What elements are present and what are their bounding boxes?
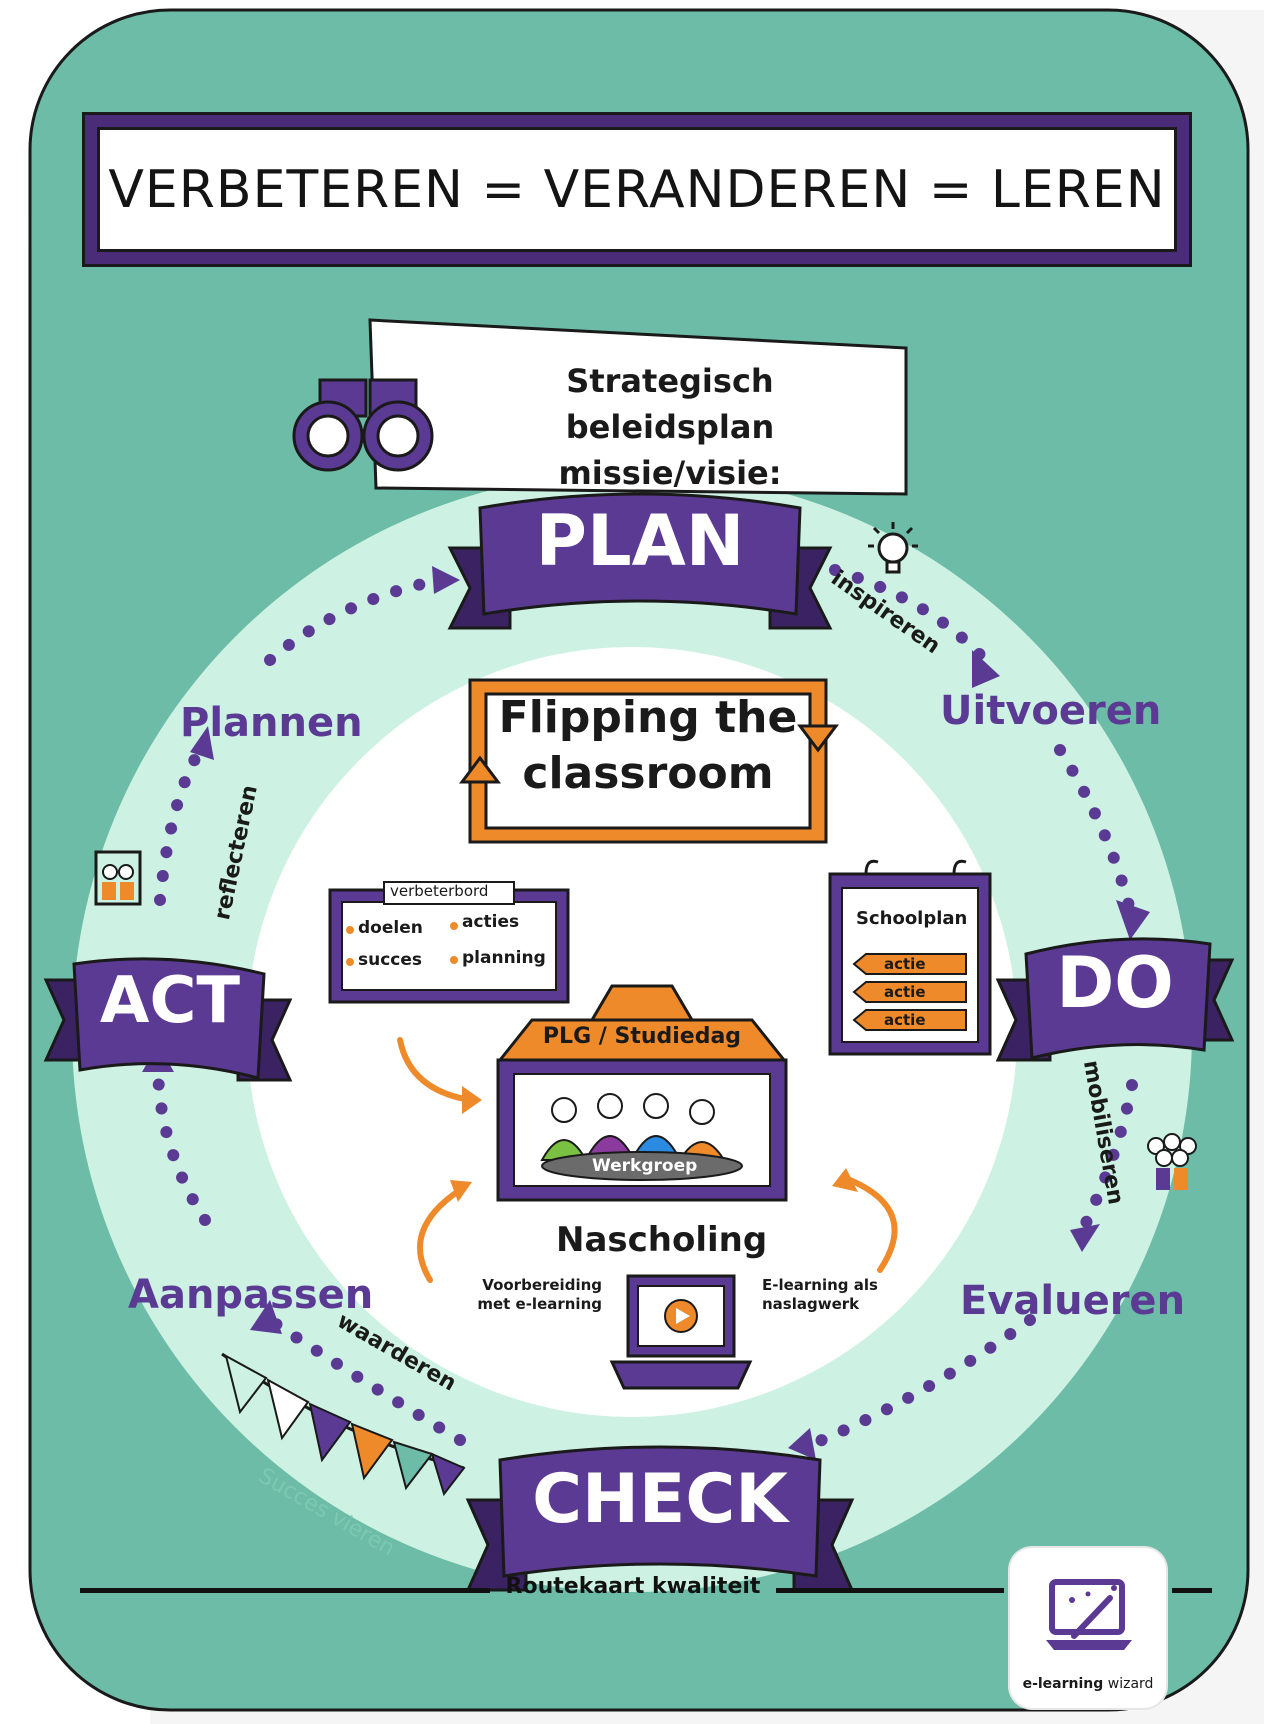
check-label: CHECK: [532, 1460, 788, 1539]
board-item-succes: succes: [358, 950, 423, 970]
strategy-line1: Strategisch beleidsplan: [565, 362, 775, 446]
board-item-acties: acties: [462, 912, 520, 932]
wizard-laptop-icon: [1046, 1579, 1132, 1650]
board-title: verbeterbord: [390, 882, 489, 900]
elearning-wizard-logo[interactable]: e-learning wizard: [1010, 1548, 1166, 1708]
group-icon: [1147, 1133, 1197, 1190]
werkgroep-label: Werkgroep: [592, 1156, 698, 1176]
plan-label: PLAN: [535, 500, 745, 582]
step-aanpassen: Aanpassen: [128, 1272, 374, 1318]
footer-text: Routekaart kwaliteit: [505, 1574, 761, 1599]
step-evalueren: Evalueren: [960, 1278, 1186, 1324]
schoolplan-board: [828, 859, 992, 1056]
center-line1: Flipping the: [498, 692, 798, 743]
board-item-doelen: doelen: [358, 918, 423, 938]
lightbulb-icon: [868, 522, 918, 574]
photo-frame-icon: [94, 850, 142, 906]
footer-line-left: [80, 1588, 490, 1593]
footer-line-right: [776, 1588, 1004, 1593]
do-ribbon: [995, 937, 1235, 1062]
logo-suffix: wizard: [1107, 1676, 1154, 1692]
verbeterbord: [328, 881, 570, 1004]
flipping-box: [459, 678, 839, 844]
building-title: PLG / Studiedag: [542, 1024, 742, 1049]
laptop-right-label: E-learning als naslagwerk: [762, 1276, 878, 1313]
center-line2: classroom: [522, 748, 774, 799]
schoolplan-title: Schoolplan: [856, 908, 968, 929]
step-uitvoeren: Uitvoeren: [940, 688, 1162, 734]
nascholing-label: Nascholing: [556, 1220, 768, 1260]
plan-ribbon: [447, 492, 833, 630]
act-ribbon: [43, 957, 293, 1082]
footer-line-end: [1172, 1588, 1212, 1593]
act-label: ACT: [99, 964, 241, 1038]
step-plannen: Plannen: [180, 700, 363, 746]
bunting-icon: [221, 1352, 466, 1497]
do-label: DO: [1056, 942, 1174, 1024]
schoolplan-action-1: actie: [884, 955, 926, 973]
studiedag-building: [496, 984, 788, 1202]
schoolplan-action-2: actie: [884, 983, 926, 1001]
strategy-line2: missie/visie:: [558, 454, 782, 492]
title-banner: VERBETEREN = VERANDEREN = LEREN: [82, 112, 1192, 267]
schoolplan-action-3: actie: [884, 1011, 926, 1029]
laptop-icon: [609, 1274, 753, 1390]
laptop-left-label: Voorbereiding met e-learning: [477, 1276, 602, 1313]
board-item-planning: planning: [462, 948, 546, 968]
logo-brand: e-learning: [1022, 1676, 1104, 1692]
strategy-sign: [292, 318, 908, 496]
binoculars-icon: [292, 378, 434, 472]
page-title: VERBETEREN = VERANDEREN = LEREN: [108, 159, 1166, 220]
